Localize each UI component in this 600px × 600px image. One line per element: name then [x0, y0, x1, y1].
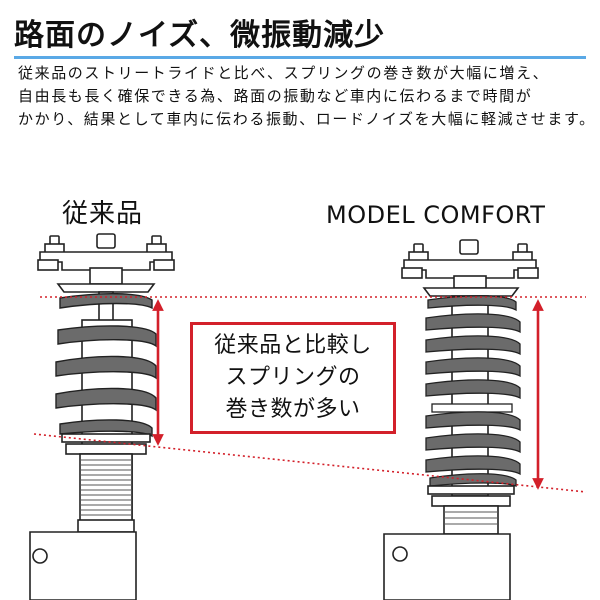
lower-spring-seat [427, 485, 515, 495]
description-text: 従来品のストリートライドと比べ、スプリングの巻き数が大幅に増え、 自由長も長く確… [18, 62, 596, 131]
mount-nut [153, 259, 175, 271]
helper-spring-seat [431, 403, 513, 413]
bracket-hole [32, 548, 48, 564]
threads [80, 459, 132, 516]
model-comfort-shock [383, 239, 539, 600]
title-underline [14, 56, 586, 59]
bracket-hole [392, 546, 408, 562]
description-line: 従来品のストリートライドと比べ、スプリングの巻き数が大幅に増え、 [18, 64, 550, 82]
page-title: 路面のノイズ、微振動減少 [14, 18, 386, 53]
description-line: 自由長も長く確保できる為、路面の振動など車内に伝わるまで時間が [18, 87, 533, 105]
threaded-body [79, 453, 133, 525]
callout-line: 巻き数が多い [225, 397, 361, 422]
conventional-shock [29, 233, 175, 600]
pillow-ball [89, 267, 123, 285]
pillow-ball [453, 275, 487, 289]
upper-spring-seat [56, 283, 156, 293]
upper-spring-seat [422, 287, 520, 297]
lock-ring [431, 495, 511, 507]
comparison-callout: 従来品と比較し スプリングの 巻き数が多い [190, 322, 396, 434]
conventional-label: 従来品 [62, 199, 144, 229]
threaded-body [443, 505, 499, 535]
model-comfort-label: MODEL COMFORT [326, 201, 546, 229]
threads [444, 511, 498, 525]
lower-spring-seat [61, 433, 151, 443]
mount-nut [37, 259, 59, 271]
mount-nut [401, 267, 423, 279]
top-nut [459, 239, 479, 255]
top-nut [96, 233, 116, 249]
lower-lock-nut [77, 519, 135, 533]
mount-nut [517, 267, 539, 279]
lock-ring [65, 443, 147, 455]
lower-bracket [383, 533, 511, 600]
lower-bracket [29, 531, 137, 600]
description-line: かかり、結果として車内に伝わる振動、ロードノイズを大幅に軽減させます。 [18, 110, 596, 128]
callout-line: 従来品と比較し [214, 333, 372, 358]
callout-line: スプリングの [225, 365, 361, 390]
free-length-arrows [152, 299, 544, 490]
reference-lines [33, 296, 587, 493]
spring-coils [425, 295, 521, 487]
